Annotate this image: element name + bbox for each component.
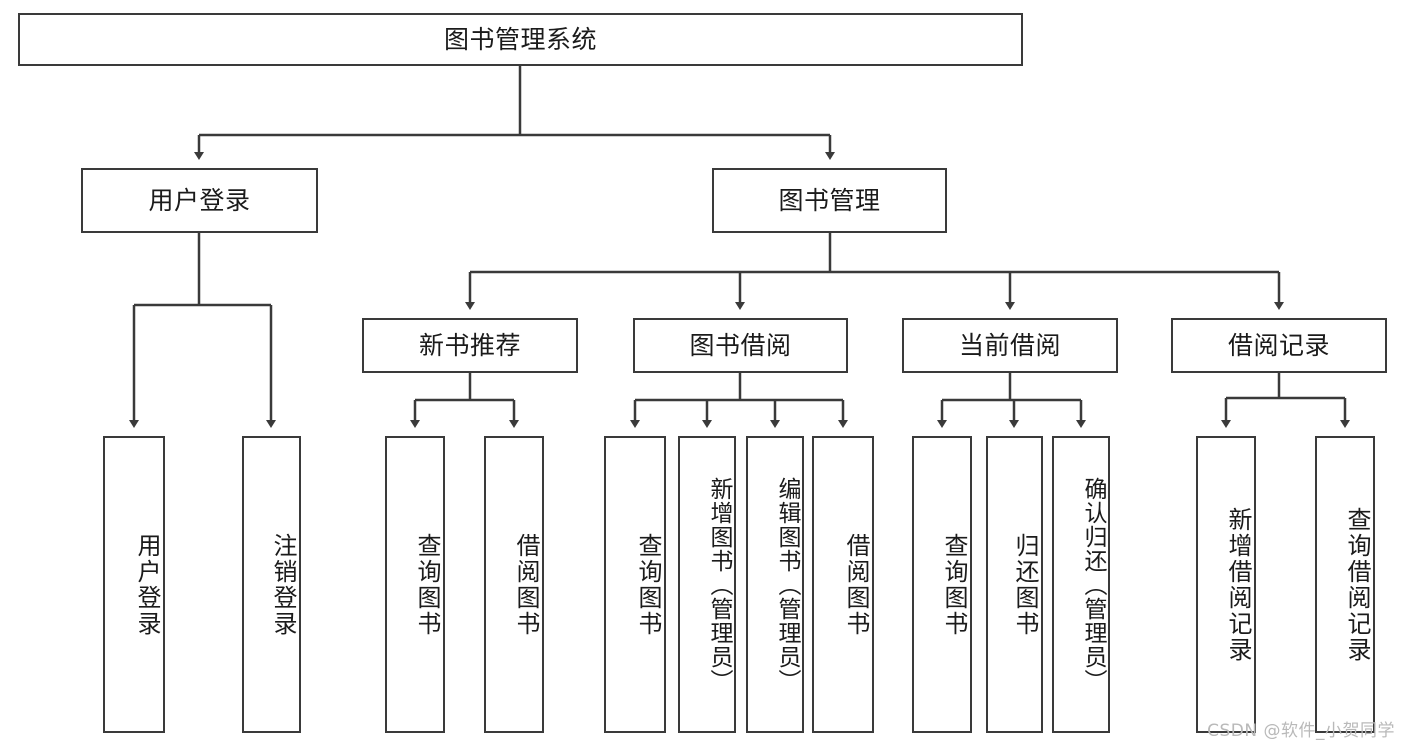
leaf-borrow-query-book[interactable]: 查询图书 xyxy=(604,436,666,733)
leaf-current-query-book[interactable]: 查询图书 xyxy=(912,436,972,733)
leaf-edit-book-admin-label: 编辑图书（管理员） xyxy=(774,476,800,693)
node-book-borrow[interactable]: 图书借阅 xyxy=(633,318,848,373)
leaf-borrow-query-book-label: 查询图书 xyxy=(634,532,662,637)
leaf-user-login-label: 用户登录 xyxy=(133,532,161,637)
node-root-label: 图书管理系统 xyxy=(443,24,597,54)
node-borrow-record-label: 借阅记录 xyxy=(1227,330,1330,360)
node-new-book-recommend[interactable]: 新书推荐 xyxy=(362,318,578,373)
node-user-login-label: 用户登录 xyxy=(148,185,251,215)
leaf-add-borrow-record[interactable]: 新增借阅记录 xyxy=(1196,436,1256,733)
node-book-borrow-label: 图书借阅 xyxy=(689,330,792,360)
node-user-login[interactable]: 用户登录 xyxy=(81,168,318,233)
leaf-edit-book-admin[interactable]: 编辑图书（管理员） xyxy=(746,436,804,733)
leaf-logout[interactable]: 注销登录 xyxy=(242,436,301,733)
leaf-recommend-borrow-book[interactable]: 借阅图书 xyxy=(484,436,544,733)
node-current-borrow-label: 当前借阅 xyxy=(958,330,1061,360)
node-borrow-record[interactable]: 借阅记录 xyxy=(1171,318,1387,373)
leaf-add-borrow-record-label: 新增借阅记录 xyxy=(1224,506,1252,663)
node-book-manage[interactable]: 图书管理 xyxy=(712,168,947,233)
leaf-logout-label: 注销登录 xyxy=(269,532,297,637)
leaf-query-borrow-record[interactable]: 查询借阅记录 xyxy=(1315,436,1375,733)
node-root[interactable]: 图书管理系统 xyxy=(18,13,1023,66)
leaf-query-borrow-record-label: 查询借阅记录 xyxy=(1343,506,1371,663)
leaf-recommend-query-book-label: 查询图书 xyxy=(413,532,441,637)
leaf-confirm-return-admin[interactable]: 确认归还（管理员） xyxy=(1052,436,1110,733)
leaf-recommend-borrow-book-label: 借阅图书 xyxy=(512,532,540,637)
leaf-return-book[interactable]: 归还图书 xyxy=(986,436,1043,733)
csdn-watermark: CSDN @软件_小贺同学 xyxy=(1207,721,1395,741)
leaf-return-book-label: 归还图书 xyxy=(1011,532,1039,637)
leaf-recommend-query-book[interactable]: 查询图书 xyxy=(385,436,445,733)
leaf-current-query-book-label: 查询图书 xyxy=(940,532,968,637)
leaf-add-book-admin-label: 新增图书（管理员） xyxy=(706,476,732,693)
node-book-manage-label: 图书管理 xyxy=(778,185,881,215)
leaf-borrow-book-label: 借阅图书 xyxy=(842,532,870,637)
node-current-borrow[interactable]: 当前借阅 xyxy=(902,318,1118,373)
leaf-add-book-admin[interactable]: 新增图书（管理员） xyxy=(678,436,736,733)
leaf-borrow-book[interactable]: 借阅图书 xyxy=(812,436,874,733)
leaf-user-login[interactable]: 用户登录 xyxy=(103,436,165,733)
leaf-confirm-return-admin-label: 确认归还（管理员） xyxy=(1080,476,1106,693)
node-new-book-recommend-label: 新书推荐 xyxy=(418,330,521,360)
